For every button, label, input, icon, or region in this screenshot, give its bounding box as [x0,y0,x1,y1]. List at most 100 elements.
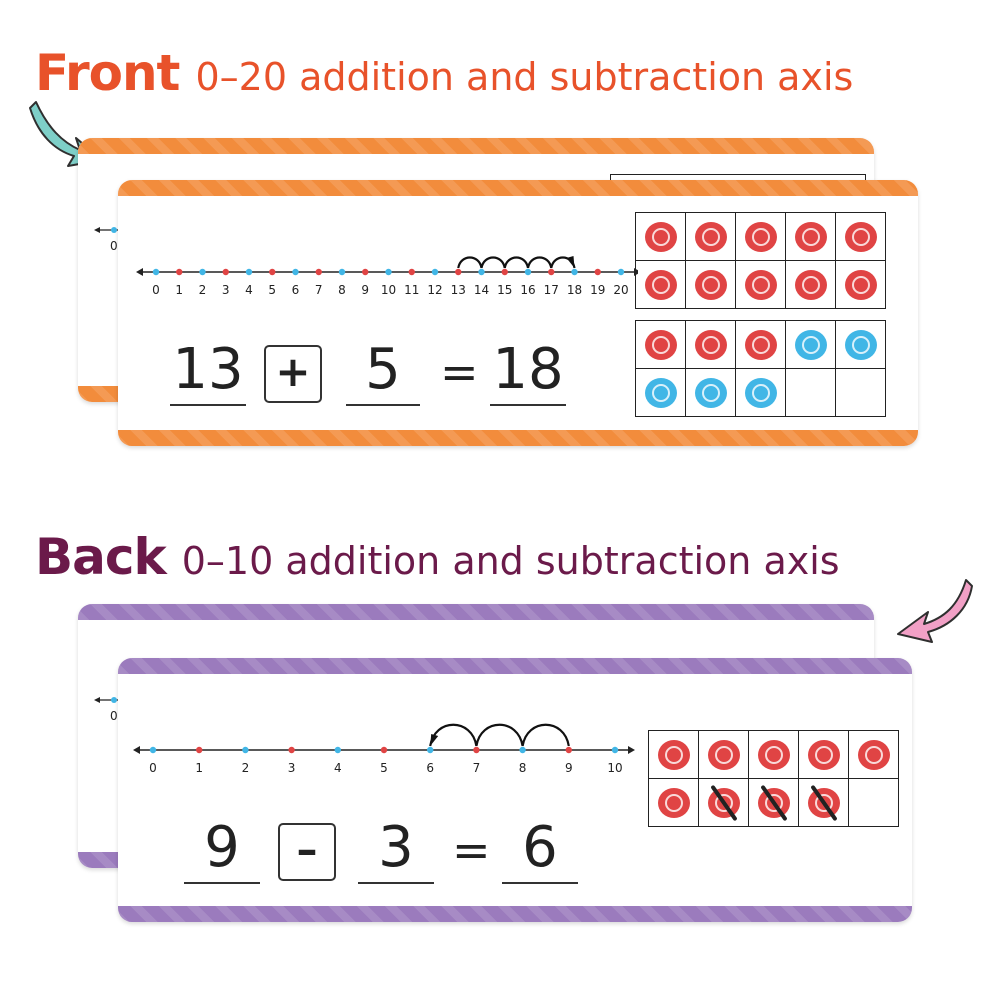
back-number-line-point [242,746,249,754]
back-ten-frame-cell [648,778,699,827]
red-counter [644,221,677,252]
front-number-line-tick-label: 13 [451,283,466,297]
red-counter [857,739,890,770]
front-ten-frame-cell [735,368,786,417]
red-counter [844,221,877,252]
front-number-line-tick-label: 17 [544,283,559,297]
front-number-line-tick-label: 5 [268,283,276,297]
front-number-line-tick-label: 11 [404,283,419,297]
front-number-line-hop-arc [480,256,506,269]
front-number-line-point [524,268,532,276]
front-number-line-tick-label: 1 [175,283,183,297]
card-top-band [78,604,874,620]
back-number-line-point [149,746,157,754]
front-subtitle: 0–20 addition and subtraction axis [195,55,854,99]
red-counter [744,221,777,252]
red-counter [644,269,677,300]
front-number-line-tick-label: 18 [567,283,582,297]
front-number-line-point [362,268,369,276]
back-number-line-hop-arc [475,723,524,747]
front-ten-frame-cell [785,320,836,369]
front-ten-frame-cell [785,368,836,417]
back-title: Back [35,528,167,586]
front-number-line-point [269,268,276,276]
curved-arrow-icon [897,579,973,643]
behind-zero-label: 0 [110,709,118,723]
blue-counter [844,329,877,360]
front-number-line-point [338,268,346,276]
back-answer-line-result [502,882,578,884]
front-ten-frame-cell [785,260,836,309]
front-ten-frame-cell [785,212,836,261]
front-ten-frame-cell [685,212,736,261]
back-heading: Back 0–10 addition and subtraction axis [35,528,840,586]
blue-counter [794,329,827,360]
back-number-line-tick-label: 4 [334,761,342,775]
red-counter [657,787,690,818]
back-result: 6 [522,815,558,880]
back-number-line-left-arrowhead [133,746,140,754]
front-ten-frame-cell [735,212,786,261]
front-number-line-tick-label: 6 [292,283,300,297]
back-number-line-tick-label: 0 [149,761,157,775]
front-number-line-point [571,268,578,276]
back-number-line-tick-label: 9 [565,761,573,775]
back-minuend: 9 [204,815,240,880]
back-ten-frame-cell [648,730,699,779]
back-number-line-point [473,746,480,754]
front-number-line-tick-label: 12 [427,283,442,297]
back-number-line-point [288,746,295,754]
front-title: Front [35,44,180,102]
red-counter [807,739,840,770]
back-operator-box: – [278,823,336,881]
front-answer-line-a [170,404,246,406]
front-answer-line-result [490,404,566,406]
front-number-line-point [617,268,625,276]
front-number-line-point [176,268,183,276]
back-subtitle: 0–10 addition and subtraction axis [181,539,840,583]
red-counter [744,329,777,360]
front-number-line-left-arrowhead [136,268,143,276]
red-counter [694,329,727,360]
front-addend-a: 13 [172,337,244,402]
front-ten-frame-cell [635,320,686,369]
front-result: 18 [492,337,564,402]
red-counter [694,221,727,252]
front-ten-frame-cell [735,320,786,369]
front-ten-frame-cell [685,260,736,309]
front-number-line-tick-label: 0 [152,283,160,297]
back-number-line-point [380,746,388,754]
back-answer-line-a [184,882,260,884]
front-number-line-point [152,268,160,276]
red-counter [844,269,877,300]
front-ten-frame-cell [835,320,886,369]
front-answer-line-b [346,404,420,406]
front-number-line-tick-label: 2 [199,283,207,297]
front-number-line-hop-arrowhead [566,256,575,268]
back-ten-frame-cell [698,730,749,779]
front-number-line-hop-arc [526,256,553,269]
back-number-line-point [611,746,619,754]
back-number-line-tick-label: 8 [519,761,527,775]
back-subtrahend: 3 [378,815,414,880]
front-number-line-point [455,268,462,276]
front-number-line-point [292,268,299,276]
front-number-line-tick-label: 16 [520,283,535,297]
red-counter [744,269,777,300]
front-addend-b: 5 [365,337,401,402]
back-answer-line-b [358,882,434,884]
front-operator-box: + [264,345,322,403]
front-number-line-tick-label: 14 [474,283,489,297]
card-bottom-band [118,906,912,922]
front-number-line-point [222,268,229,276]
red-counter [757,739,790,770]
red-counter [657,739,690,770]
card-top-band [78,138,874,154]
back-ten-frame-cell [848,778,899,827]
back-ten-frame-cell [848,730,899,779]
back-ten-frame-cell [698,778,749,827]
